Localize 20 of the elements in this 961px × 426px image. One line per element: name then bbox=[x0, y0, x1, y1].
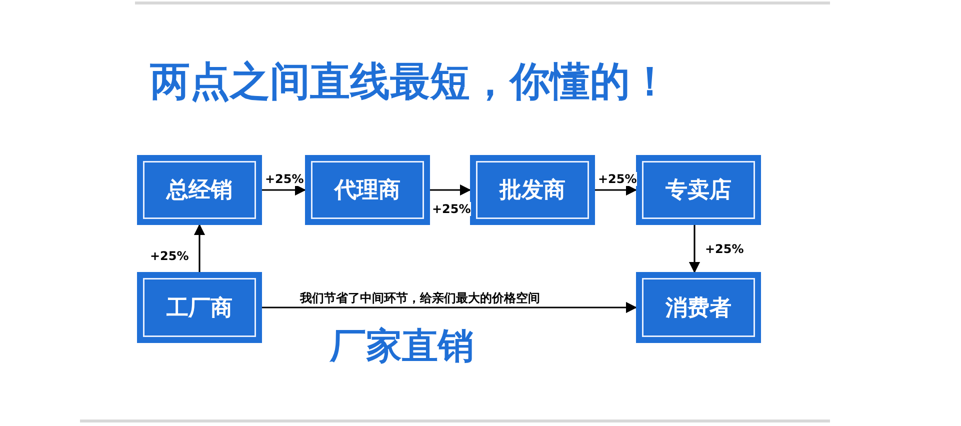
arrow bbox=[194, 224, 206, 272]
process-box: 专卖店 bbox=[636, 155, 761, 225]
process-box: 代理商 bbox=[305, 155, 430, 225]
edge-label: +25% bbox=[598, 172, 637, 186]
process-box: 总经销 bbox=[137, 155, 262, 225]
arrow bbox=[262, 302, 638, 314]
slogan-text: 厂家直销 bbox=[330, 325, 474, 369]
process-box: 批发商 bbox=[470, 155, 595, 225]
arrow bbox=[595, 184, 638, 196]
process-box: 工厂商 bbox=[137, 272, 262, 343]
edge-label: 我们节省了中间环节，给亲们最大的价格空间 bbox=[300, 291, 540, 305]
arrow bbox=[688, 225, 700, 274]
arrow bbox=[262, 184, 306, 196]
edge-label: +25% bbox=[150, 249, 189, 263]
edge-label: +25% bbox=[265, 172, 304, 186]
process-box: 消费者 bbox=[636, 272, 761, 343]
title: 两点之间直线最短，你懂的！ bbox=[150, 58, 670, 107]
arrow bbox=[430, 184, 472, 196]
edge-label: +25% bbox=[705, 242, 744, 256]
edge-label: +25% bbox=[432, 202, 471, 216]
